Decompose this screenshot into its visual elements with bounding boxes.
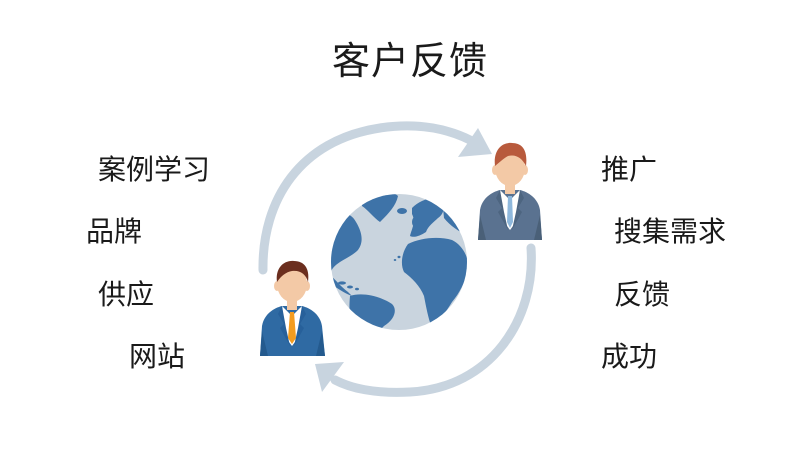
label-success: 成功 (601, 340, 658, 373)
label-promotion: 推广 (601, 153, 658, 186)
label-brand: 品牌 (86, 215, 143, 248)
person-bottom-left-icon (260, 260, 325, 356)
slide-title: 客户反馈 (331, 39, 488, 83)
globe-icon (331, 194, 467, 330)
label-case-study: 案例学习 (98, 153, 211, 186)
person-top-right-icon (478, 142, 542, 240)
label-supply: 供应 (98, 278, 155, 311)
label-feedback: 反馈 (614, 278, 671, 311)
label-collect-demand: 搜集需求 (614, 215, 727, 248)
arrow-clockwise-bottom (315, 243, 536, 397)
arrow-clockwise-top (258, 121, 492, 275)
label-website: 网站 (129, 340, 186, 373)
